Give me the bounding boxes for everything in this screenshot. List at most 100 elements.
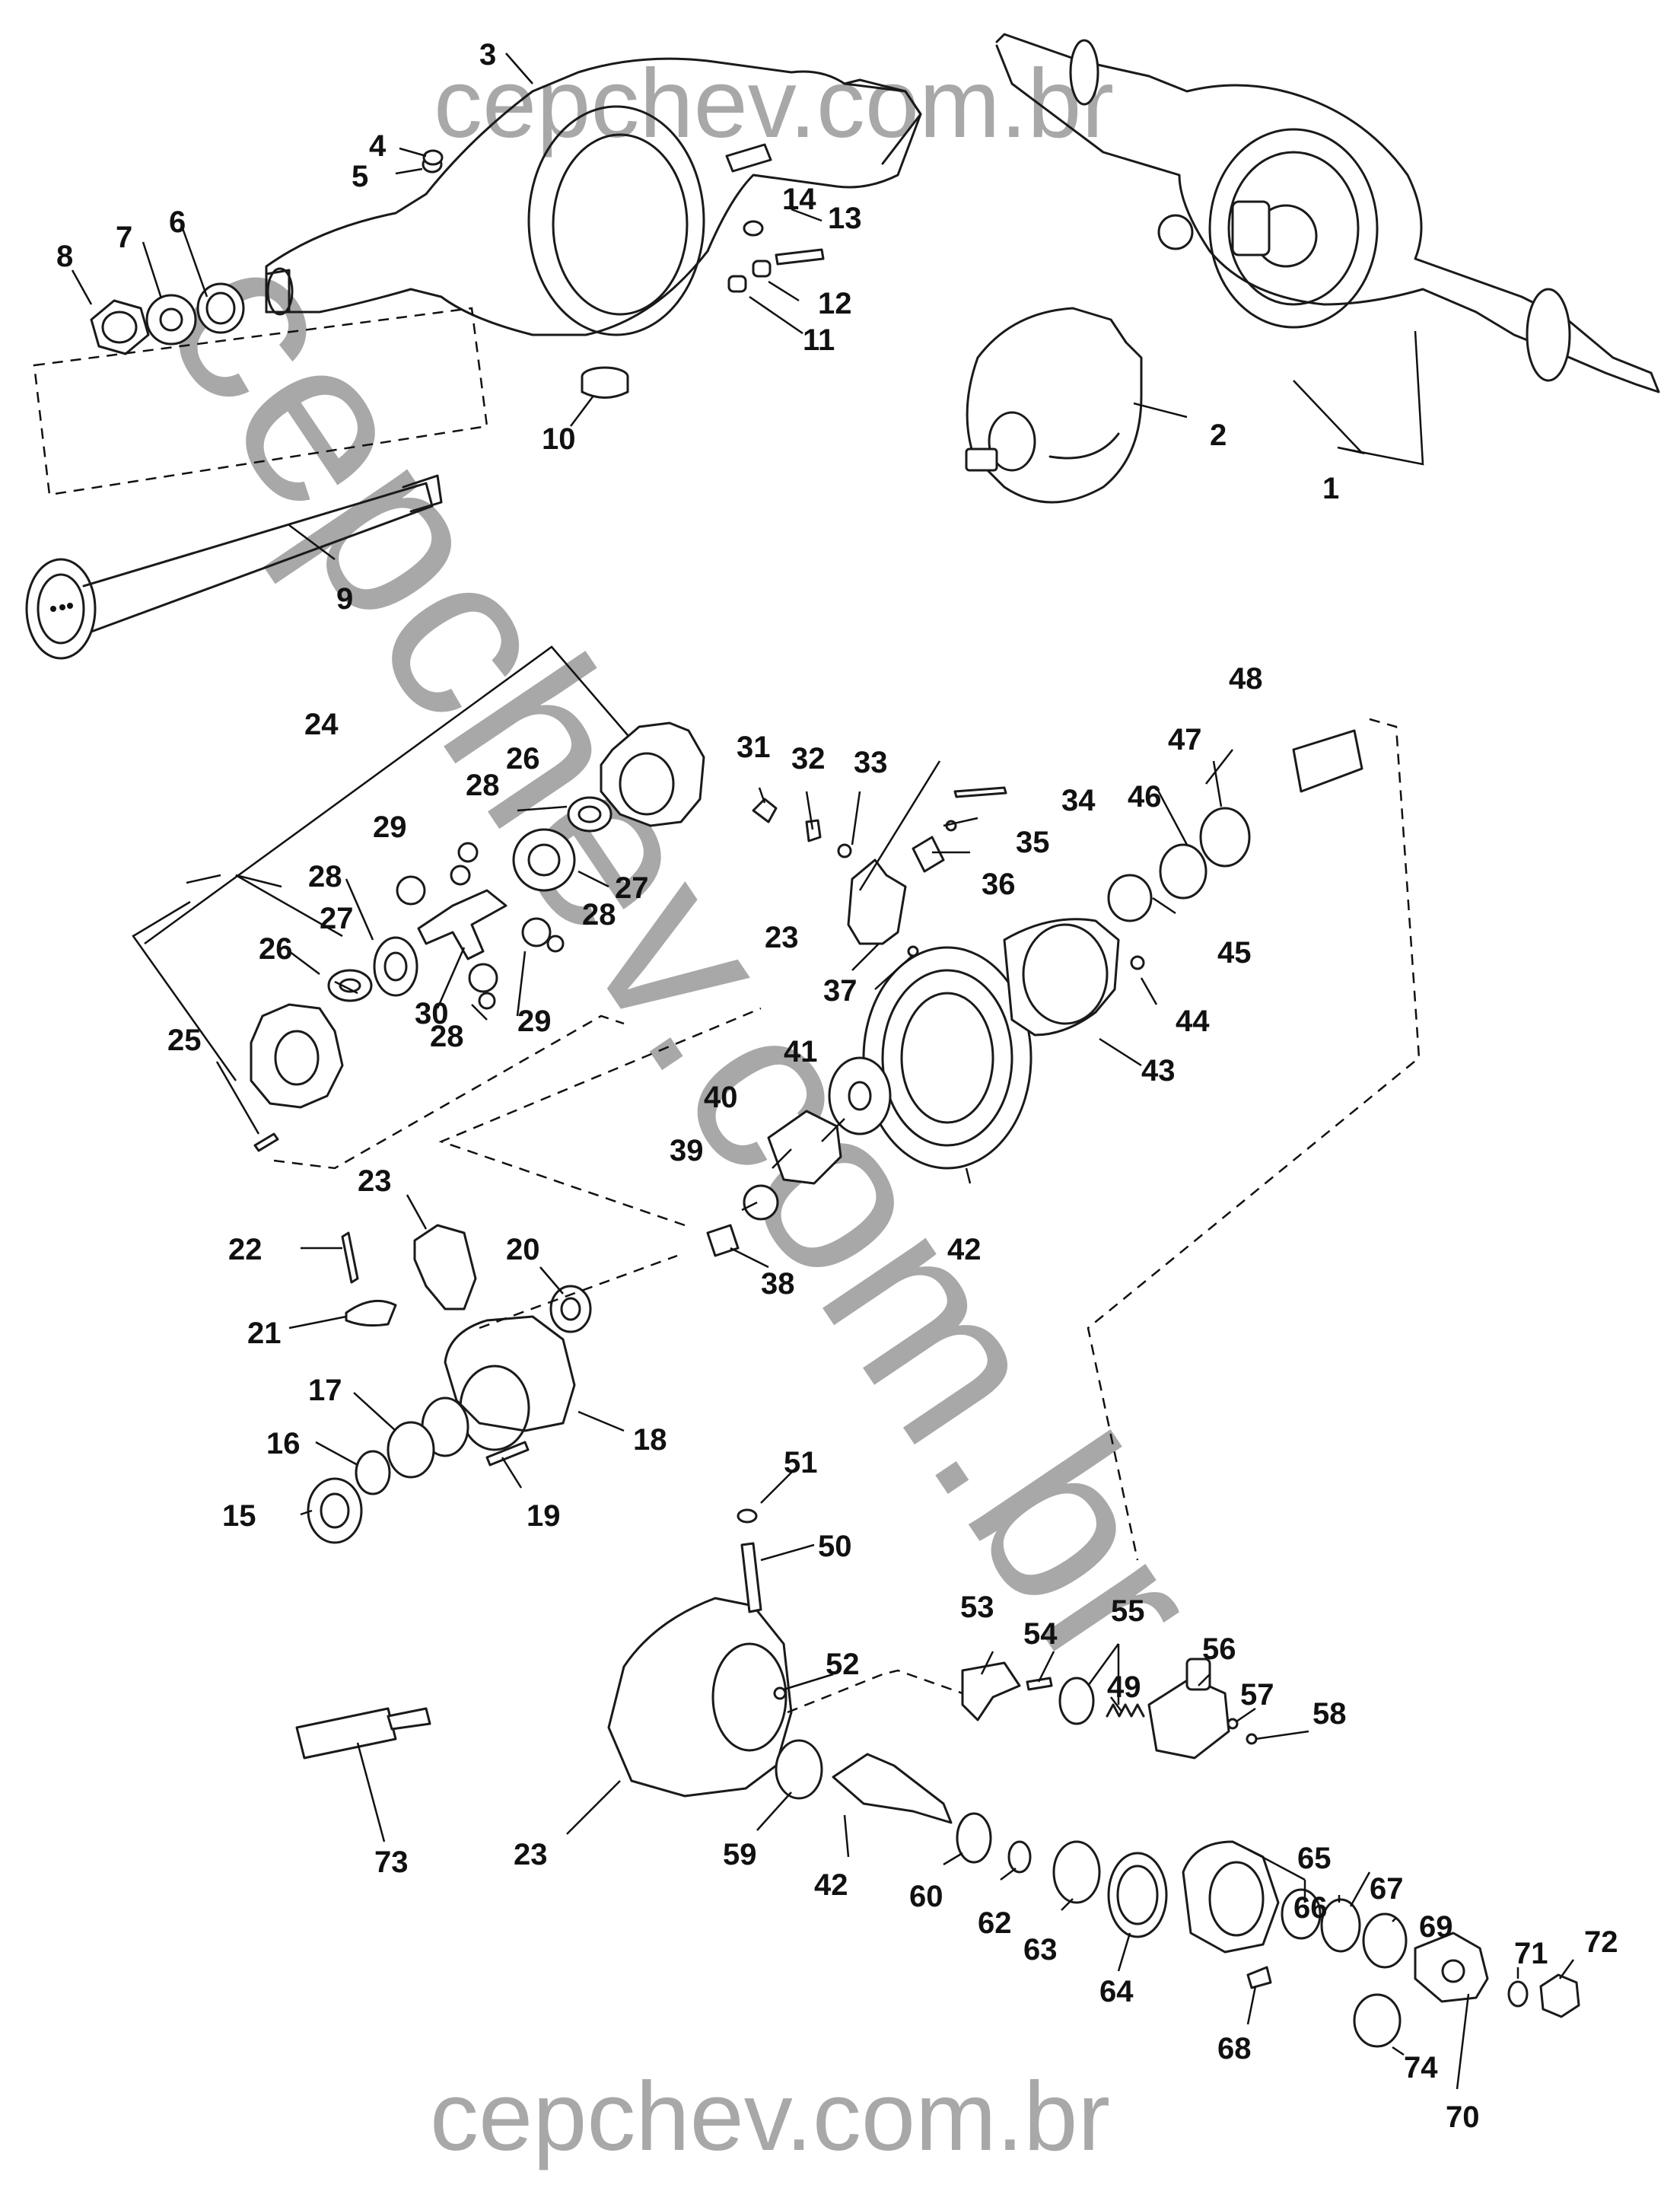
bearing-cone-67	[1320, 1898, 1361, 1953]
callout-52: 52	[826, 1648, 860, 1681]
callout-33: 33	[854, 746, 888, 779]
callout-34: 34	[1061, 784, 1096, 817]
callout-54: 54	[1023, 1617, 1058, 1651]
callout-43: 43	[1141, 1054, 1176, 1088]
callout-22: 22	[228, 1233, 262, 1266]
nut-72	[1539, 1973, 1580, 2018]
callout-1: 1	[1322, 472, 1339, 505]
callout-58: 58	[1312, 1697, 1347, 1731]
callout-47: 47	[1168, 723, 1202, 756]
group-outline-ring-gear	[438, 1007, 762, 1227]
pin-50	[740, 1542, 762, 1613]
callout-28: 28	[466, 769, 500, 802]
callout-65: 65	[1297, 1842, 1332, 1875]
callout-29b: 29	[517, 1005, 552, 1038]
callout-25: 25	[167, 1024, 202, 1057]
bearing-15	[307, 1477, 363, 1544]
fill-plug-parts	[727, 220, 825, 293]
callout-8: 8	[56, 240, 73, 273]
bearing-cap-23	[413, 1224, 477, 1311]
leader-lines	[71, 53, 1575, 2090]
callout-6: 6	[169, 205, 186, 239]
bearing-cup-63	[1052, 1840, 1101, 1904]
callout-2: 2	[1210, 419, 1227, 452]
group-bracket-24	[144, 645, 648, 945]
callout-24: 24	[304, 708, 339, 741]
group-outline-pinion-right	[1087, 718, 1421, 1561]
callout-9: 9	[336, 582, 353, 616]
callout-14: 14	[782, 183, 816, 216]
callout-63: 63	[1023, 1933, 1058, 1967]
bearing-59	[775, 1739, 823, 1800]
diff-case-half-upper	[567, 721, 705, 833]
group-outline-axle-shaft	[33, 307, 488, 496]
watermark-bottom: cepchev.com.br	[430, 2062, 1110, 2171]
callout-28b: 28	[308, 860, 342, 893]
callout-70: 70	[1446, 2100, 1480, 2134]
lock-21	[345, 1299, 397, 1327]
collar-55	[1058, 1677, 1095, 1725]
callout-57: 57	[1240, 1678, 1274, 1712]
callout-40: 40	[704, 1081, 738, 1114]
callout-26b: 26	[259, 932, 293, 966]
group-bracket-25	[132, 900, 237, 1081]
callout-23: 23	[358, 1164, 392, 1198]
callout-23b: 23	[765, 921, 799, 954]
callout-72: 72	[1584, 1925, 1618, 1959]
callout-10: 10	[542, 422, 576, 456]
axle-assembly	[995, 33, 1660, 393]
callout-17: 17	[308, 1374, 342, 1407]
diff-gears	[327, 828, 576, 1010]
callout-37: 37	[823, 974, 858, 1008]
shift-fork-53	[961, 1661, 1021, 1721]
callout-49: 49	[1107, 1670, 1141, 1704]
callout-15: 15	[222, 1499, 256, 1533]
callout-20: 20	[506, 1233, 540, 1266]
watermark-top: cepchev.com.br	[434, 49, 1114, 158]
thrust-washer-20	[549, 1285, 592, 1333]
callout-45: 45	[1217, 936, 1252, 970]
callout-12: 12	[818, 287, 852, 320]
callout-28d: 28	[430, 1020, 464, 1053]
callout-31: 31	[737, 731, 771, 764]
callout-5: 5	[352, 160, 368, 193]
group-outline-diff-lock	[787, 1669, 963, 1714]
seal-69	[1362, 1912, 1408, 1969]
axle-nut-set	[90, 282, 245, 355]
callout-16: 16	[266, 1427, 301, 1460]
bolt-68	[1246, 1966, 1272, 1989]
callout-38: 38	[761, 1267, 795, 1301]
screw-58	[1246, 1733, 1258, 1745]
bearing-caps-upper	[752, 786, 1007, 957]
callout-46: 46	[1128, 780, 1162, 814]
plug-52	[773, 1686, 787, 1700]
callout-19: 19	[527, 1499, 561, 1533]
diff-case-half-lower	[250, 1003, 344, 1152]
callout-60: 60	[909, 1880, 943, 1913]
deflector-74	[1353, 1993, 1402, 2048]
pinion-carrier-23	[607, 1597, 793, 1798]
callout-42b: 42	[814, 1868, 848, 1902]
washer-57	[1227, 1718, 1239, 1730]
callout-11: 11	[803, 323, 835, 357]
bearing-cone-60	[956, 1812, 992, 1864]
diff-case-18	[421, 1315, 576, 1457]
callout-18: 18	[633, 1423, 667, 1457]
yoke-70	[1414, 1932, 1489, 2003]
shift-unit-56	[1147, 1658, 1230, 1760]
callout-3: 3	[479, 38, 496, 72]
callout-68: 68	[1217, 2032, 1252, 2065]
callout-30: 30	[415, 997, 449, 1030]
callout-55: 55	[1111, 1594, 1145, 1628]
callout-73: 73	[374, 1846, 409, 1879]
callout-69: 69	[1419, 1910, 1453, 1944]
callout-51: 51	[784, 1446, 818, 1479]
callout-4: 4	[369, 129, 387, 163]
bolt-19	[485, 1441, 530, 1467]
callout-23c: 23	[514, 1838, 548, 1871]
callout-56: 56	[1202, 1632, 1236, 1666]
drain-plug	[581, 366, 629, 399]
callout-67: 67	[1370, 1872, 1404, 1906]
callout-42: 42	[947, 1233, 982, 1266]
